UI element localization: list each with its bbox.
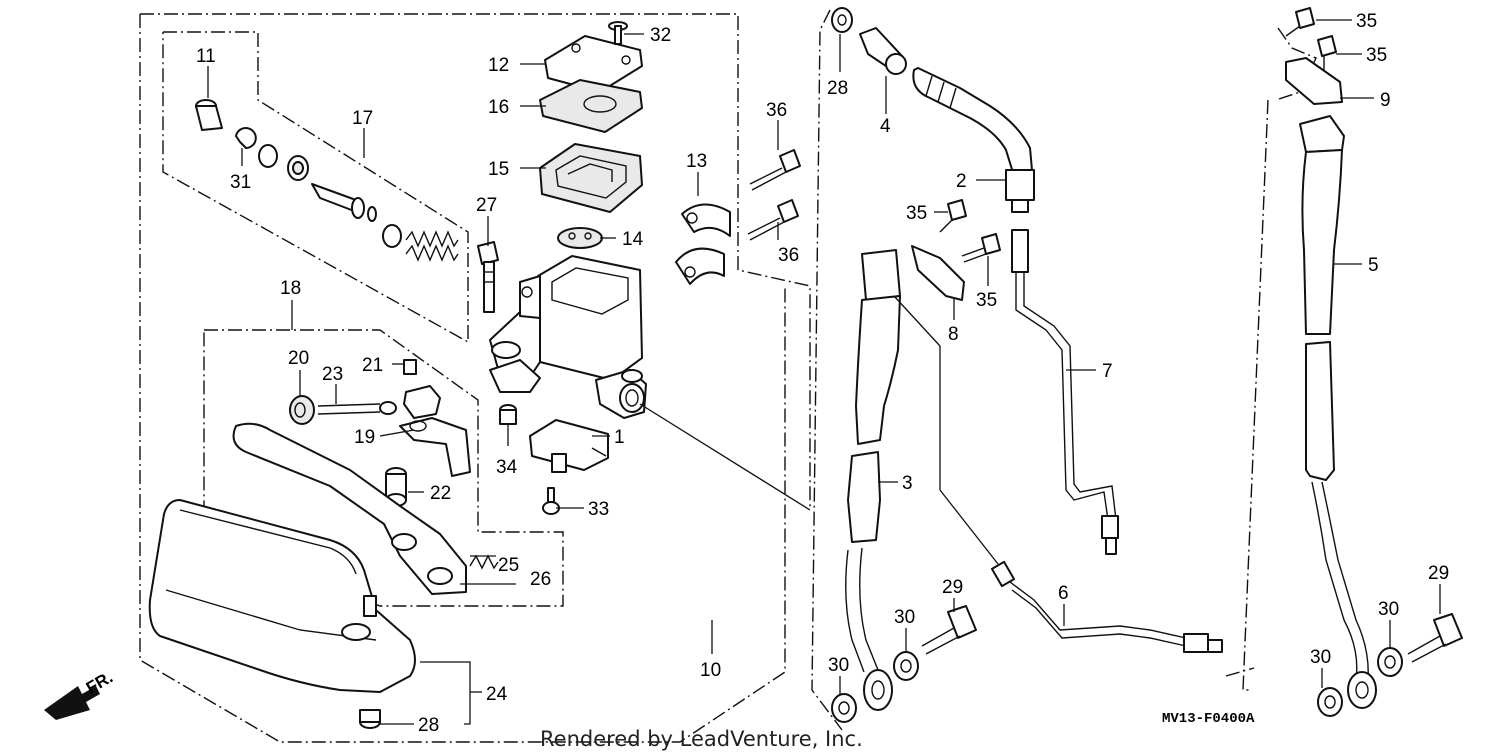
callout-5: 5 (1368, 255, 1379, 276)
callout-35-c: 35 (1356, 11, 1377, 32)
callout-20: 20 (288, 348, 309, 369)
callout-18: 18 (280, 278, 301, 299)
front-arrow-icon (44, 686, 100, 720)
lever-guard (148, 499, 416, 693)
bolt-36-upper (749, 149, 801, 191)
callout-9: 9 (1380, 90, 1391, 111)
callout-10: 10 (700, 660, 721, 681)
adjuster-knob-20 (289, 395, 315, 425)
washer-30-b (831, 693, 857, 723)
brake-hose-5 (1299, 115, 1377, 709)
callout-7: 7 (1102, 361, 1113, 382)
callout-1: 1 (614, 427, 625, 448)
callout-6: 6 (1058, 583, 1069, 604)
callout-24: 24 (486, 684, 508, 705)
callout-26: 26 (530, 569, 551, 590)
callout-12: 12 (488, 55, 509, 76)
brake-lever (232, 422, 467, 595)
callout-35-a: 35 (906, 203, 927, 224)
screw-33 (542, 487, 560, 515)
handlebar-clamp (675, 203, 731, 285)
bolt-35-b (961, 233, 1001, 263)
callout-28-lower: 28 (418, 715, 439, 736)
bolt-35-d (1317, 35, 1337, 70)
callout-27: 27 (476, 195, 497, 216)
callout-15: 15 (488, 159, 509, 180)
callout-30-a: 30 (894, 607, 915, 628)
callout-29-right: 29 (1428, 563, 1449, 584)
callout-3: 3 (902, 473, 913, 494)
callout-36-upper: 36 (766, 100, 787, 121)
reservoir-cap (544, 35, 643, 93)
callout-31: 31 (230, 172, 251, 193)
callout-17: 17 (352, 108, 373, 129)
spring-25 (469, 554, 499, 570)
brake-pipe-7 (1011, 229, 1119, 555)
adjuster-bolt-23 (317, 401, 397, 415)
diaphragm-plate (557, 227, 603, 249)
callout-30-c: 30 (1378, 599, 1399, 620)
callout-8: 8 (948, 324, 959, 345)
brake-pipe-6 (990, 560, 1223, 653)
pivot-bracket-19 (399, 385, 471, 477)
callout-21: 21 (362, 355, 383, 376)
callout-2: 2 (956, 171, 967, 192)
washer-28-upper (831, 7, 853, 33)
callout-13: 13 (686, 151, 707, 172)
callout-11: 11 (196, 46, 216, 67)
bolt-36-lower (747, 199, 799, 241)
bracket-8 (911, 245, 965, 301)
callout-14: 14 (622, 229, 644, 250)
banjo-bolt-29-right (1407, 613, 1463, 663)
leader-lines (207, 19, 1441, 725)
drawing-code: MV13-F0400A (1162, 711, 1255, 727)
callout-35-d: 35 (1366, 45, 1387, 66)
bolt-35-a (939, 199, 967, 233)
callout-28-upper: 28 (827, 78, 848, 99)
brake-hose-3 (845, 249, 901, 711)
callout-29-left: 29 (942, 577, 963, 598)
callout-34: 34 (496, 457, 518, 478)
callout-30-d: 30 (1310, 647, 1331, 668)
callout-33: 33 (588, 499, 609, 520)
screw-21 (403, 359, 417, 375)
callout-labels: 32 12 16 15 13 14 27 11 17 31 36 36 28 4… (196, 11, 1449, 736)
nut-34 (499, 404, 517, 425)
master-cylinder (489, 255, 647, 419)
callout-32: 32 (650, 25, 671, 46)
screw-32 (608, 21, 628, 45)
banjo-bolt-29-left (921, 605, 977, 655)
brake-hose-2 (912, 67, 1035, 213)
nut-28-lower (359, 709, 381, 729)
washer-30-a (893, 651, 919, 681)
callout-22: 22 (430, 483, 451, 504)
cap-plate (539, 79, 643, 133)
brake-switch (529, 419, 609, 473)
callout-4: 4 (880, 116, 891, 137)
piston-set (195, 99, 459, 262)
callout-23: 23 (322, 364, 343, 385)
washer-30-d (1317, 687, 1343, 717)
callout-36-lower: 36 (778, 245, 799, 266)
bolt-35-c (1285, 7, 1315, 37)
diaphragm (539, 143, 643, 213)
callout-16: 16 (488, 97, 509, 118)
callout-30-b: 30 (828, 655, 849, 676)
credit-text: Rendered by LeadVenture, Inc. (540, 727, 863, 751)
callout-19: 19 (354, 427, 375, 448)
banjo-bolt-4 (859, 27, 907, 75)
callout-25: 25 (498, 555, 519, 576)
callout-35-b: 35 (976, 290, 997, 311)
pivot-bolt-27 (477, 241, 499, 313)
bracket-9 (1285, 57, 1343, 105)
washer-30-c (1377, 647, 1403, 677)
